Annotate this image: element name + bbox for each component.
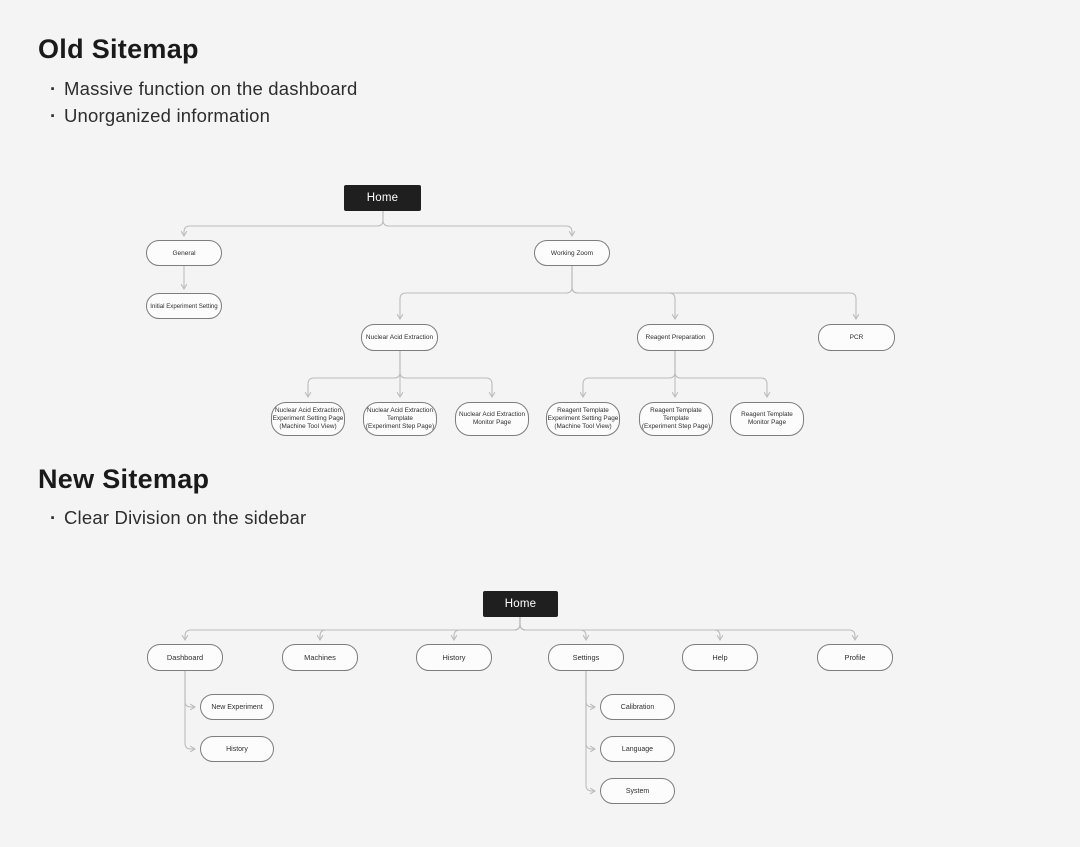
- node-label: Dashboard: [166, 653, 204, 662]
- node-label: General: [172, 249, 196, 257]
- node-label: PCR: [849, 334, 864, 341]
- node-label-line: (Machine Tool View): [554, 423, 612, 431]
- bullet-item: Massive function on the dashboard: [50, 77, 358, 100]
- connector-rp-leaf3: [674, 351, 771, 399]
- new-node-language: Language: [600, 736, 675, 762]
- node-label-line: Experiment Setting Page: [272, 414, 344, 422]
- new-node-calibration: Calibration: [600, 694, 675, 720]
- new-sitemap-title: New Sitemap: [38, 464, 210, 494]
- old-node-rt-template: Reagent Template Template (Experiment St…: [639, 402, 713, 436]
- node-label-line: Nuclear Acid Extraction: [274, 406, 342, 414]
- node-label: Nuclear Acid Extraction: [365, 334, 434, 341]
- connector-rp-leaf1: [579, 351, 676, 399]
- new-node-dashboard: Dashboard: [147, 644, 223, 671]
- node-label: Language: [621, 745, 654, 753]
- node-label: History: [226, 745, 248, 753]
- new-node-new-experiment: New Experiment: [200, 694, 274, 720]
- old-sitemap-bullets: Massive function on the dashboard Unorga…: [46, 77, 358, 131]
- node-label-line: Reagent Template: [557, 406, 609, 414]
- old-node-working-zoom: Working Zoom: [534, 240, 610, 266]
- old-node-reagent-preparation: Reagent Preparation: [637, 324, 714, 351]
- node-label-line: Reagent Template: [741, 410, 793, 418]
- connector-home-machines: [316, 617, 521, 642]
- old-node-rt-monitor-page: Reagent Template Monitor Page: [730, 402, 804, 436]
- node-label: New Experiment: [211, 703, 263, 711]
- old-node-initial-experiment-setting: Initial Experiment Setting: [146, 293, 222, 319]
- node-label: System: [625, 787, 650, 795]
- connector-wz-pcr: [571, 266, 860, 321]
- node-label: History: [442, 653, 466, 662]
- node-label: Help: [712, 653, 728, 662]
- connector-wz-reagent: [571, 266, 679, 321]
- node-label-line: Monitor Page: [472, 419, 511, 426]
- node-label-line: Nuclear Acid Extraction: [458, 410, 526, 418]
- node-label-line: Template: [387, 414, 413, 422]
- old-node-home: Home: [344, 185, 421, 211]
- new-node-machines: Machines: [282, 644, 358, 671]
- node-label-line: (Machine Tool View): [279, 423, 337, 431]
- old-node-pcr: PCR: [818, 324, 895, 351]
- connector-nae-leaf3: [399, 351, 496, 399]
- connector-dashboard-history: [184, 671, 197, 753]
- node-label-line: Template: [663, 414, 689, 422]
- node-label: Initial Experiment Setting: [150, 302, 218, 310]
- new-node-home: Home: [483, 591, 558, 617]
- node-label: Machines: [304, 653, 336, 662]
- connector-home-settings: [519, 617, 590, 642]
- new-node-history-sub: History: [200, 736, 274, 762]
- node-label: Settings: [572, 653, 600, 662]
- old-node-nae-monitor-page: Nuclear Acid Extraction Monitor Page: [455, 402, 529, 436]
- old-node-general: General: [146, 240, 222, 266]
- old-node-nae-template: Nuclear Acid Extraction Template (Experi…: [363, 402, 437, 436]
- connector-home-dashboard: [181, 617, 521, 642]
- old-node-rt-experiment-setting-page: Reagent Template Experiment Setting Page…: [546, 402, 620, 436]
- node-label-line: Experiment Setting Page: [547, 414, 619, 422]
- node-label-line: (Experiment Step Page): [641, 423, 711, 431]
- node-label: Reagent Preparation: [645, 334, 706, 341]
- connector-home-history: [450, 617, 521, 642]
- connector-home-working-zoom: [382, 211, 576, 238]
- node-label-line: Reagent Template: [650, 406, 702, 414]
- new-node-history: History: [416, 644, 492, 671]
- connector-settings-system: [585, 671, 597, 795]
- new-node-profile: Profile: [817, 644, 893, 671]
- connector-wz-nae: [396, 266, 573, 321]
- new-node-help: Help: [682, 644, 758, 671]
- connector-settings-language: [585, 671, 597, 753]
- old-node-nae-experiment-setting-page: Nuclear Acid Extraction Experiment Setti…: [271, 402, 345, 436]
- connector-home-general: [180, 211, 384, 238]
- new-node-system: System: [600, 778, 675, 804]
- connector-home-profile: [519, 617, 859, 642]
- bullet-item: Unorganized information: [50, 104, 358, 127]
- node-label-line: Monitor Page: [747, 419, 786, 426]
- old-sitemap-title: Old Sitemap: [38, 34, 199, 64]
- node-label-line: (Experiment Step Page): [365, 423, 435, 431]
- node-label: Home: [366, 192, 399, 204]
- node-label: Profile: [844, 653, 866, 662]
- connector-nae-leaf1: [304, 351, 401, 399]
- node-label: Home: [504, 598, 537, 610]
- node-label: Working Zoom: [550, 249, 594, 257]
- bullet-item: Clear Division on the sidebar: [50, 506, 306, 529]
- connector-dashboard-new-experiment: [184, 671, 197, 711]
- new-node-settings: Settings: [548, 644, 624, 671]
- connector-home-help: [519, 617, 724, 642]
- old-node-nuclear-acid-extraction: Nuclear Acid Extraction: [361, 324, 438, 351]
- new-sitemap-bullets: Clear Division on the sidebar: [46, 506, 306, 533]
- node-label-line: Nuclear Acid Extraction: [366, 406, 434, 414]
- node-label: Calibration: [620, 703, 655, 711]
- connector-settings-calibration: [585, 671, 597, 711]
